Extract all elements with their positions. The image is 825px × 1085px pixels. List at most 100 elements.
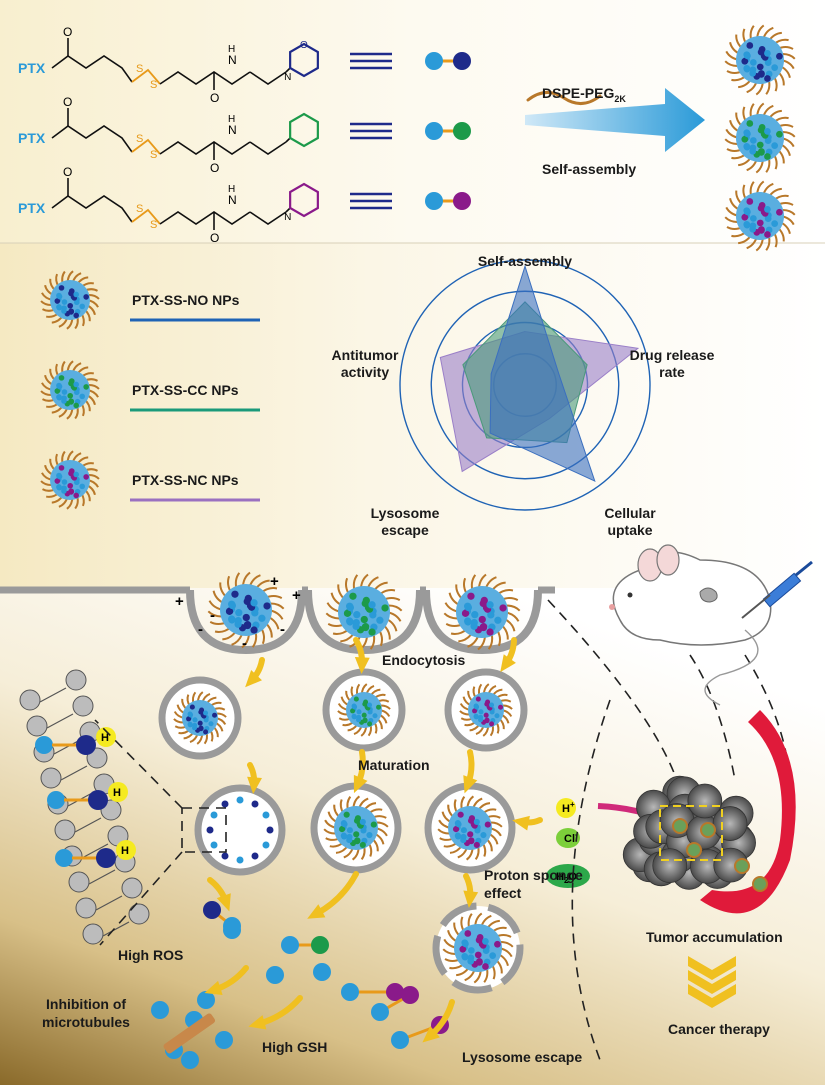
drug-dot xyxy=(262,811,270,819)
legend-nanoparticle xyxy=(40,360,100,420)
inhibition-label: Inhibition of xyxy=(46,996,126,1012)
drug-dot xyxy=(262,841,270,849)
legend-nanoparticle xyxy=(40,270,100,330)
free-ptx xyxy=(151,1001,169,1019)
top-nanoparticles xyxy=(724,24,796,252)
inserted-morpholine xyxy=(76,735,96,755)
proton-icon xyxy=(96,727,116,747)
proton-sponge-label-2: effect xyxy=(484,885,522,901)
endosome-np xyxy=(459,683,513,737)
lipid-tail xyxy=(95,895,123,911)
inserted-ptx xyxy=(55,849,73,867)
svg-text:O: O xyxy=(210,161,219,175)
nanoparticle-cyclohexane xyxy=(724,102,796,174)
lipid-head-outer xyxy=(82,923,104,945)
svg-text:O: O xyxy=(63,95,72,109)
svg-text:S: S xyxy=(136,63,143,75)
escape-np xyxy=(442,912,514,984)
drug-dot xyxy=(266,826,274,834)
proton-icon xyxy=(108,782,128,802)
chevron-down-icon xyxy=(688,956,736,1008)
assembly-arrow xyxy=(525,88,705,152)
endocytosis-label: Endocytosis xyxy=(382,652,465,668)
prodrug-icon xyxy=(425,192,471,210)
inserted-ptx xyxy=(47,791,65,809)
lipid-bilayer: HHH xyxy=(19,669,150,945)
inserted-ptx xyxy=(35,736,53,754)
lipid-tail xyxy=(53,739,81,755)
svg-text:H: H xyxy=(228,44,235,55)
arrow-icon xyxy=(245,657,265,688)
lipid-tail xyxy=(88,869,116,885)
lipid-head-outer xyxy=(26,715,48,737)
released-prodrug-cc xyxy=(281,936,329,954)
radar-axis-label: Self-assembly xyxy=(478,253,572,269)
tumor-zoom-box xyxy=(659,805,723,861)
pathway-nanoparticles: +++----H+Cl-H2O xyxy=(151,571,590,1069)
tumor-illustration xyxy=(597,710,796,914)
charge-mark: - xyxy=(280,621,285,638)
membrane-invaginations xyxy=(186,589,542,655)
proton-icon xyxy=(116,840,136,860)
svg-text:N: N xyxy=(284,72,291,83)
radar-series xyxy=(489,264,596,483)
lipid-tail xyxy=(81,843,109,859)
arrow-icon xyxy=(500,637,517,673)
reagent-label: DSPE-PEG2K xyxy=(542,85,626,104)
legend-label: PTX-SS-CC NPs xyxy=(132,382,239,398)
svg-text:O: O xyxy=(210,91,219,105)
legend-nanoparticle xyxy=(40,450,100,510)
lipid-head-inner xyxy=(72,695,94,717)
tumor-cell xyxy=(712,806,748,841)
arrow-icon xyxy=(512,815,543,831)
radar-ring xyxy=(399,259,651,511)
panel-mid-bg xyxy=(0,243,825,588)
svg-text:O: O xyxy=(63,25,72,39)
blood-vessel xyxy=(700,710,796,914)
lipid-head-outer xyxy=(40,767,62,789)
proton-sponge-label: Proton sponge xyxy=(484,867,583,883)
svg-text:N: N xyxy=(228,53,237,67)
arrow-icon xyxy=(422,999,455,1043)
nanoparticle-morpholine xyxy=(724,24,796,96)
inhibition-label-2: microtubules xyxy=(42,1014,130,1030)
arrow-icon xyxy=(353,637,370,674)
lysosome-np xyxy=(323,795,389,861)
legend-label: PTX-SS-NO NPs xyxy=(132,292,240,308)
lysosome-np xyxy=(437,795,503,861)
svg-text:O: O xyxy=(210,231,219,245)
svg-text:H: H xyxy=(121,845,129,857)
drug-dot xyxy=(221,852,229,860)
lipid-tail xyxy=(102,921,130,937)
free-ptx xyxy=(266,966,284,984)
arrow-icon xyxy=(463,749,478,794)
endosome-np xyxy=(173,691,227,745)
charge-mark: - xyxy=(198,621,203,638)
radar-axis-label: Lysosome xyxy=(371,505,440,521)
charge-mark: + xyxy=(270,573,279,590)
water-icon: H2O xyxy=(546,864,590,888)
radar-axis-label: rate xyxy=(659,364,685,380)
legend-label: PTX-SS-NC NPs xyxy=(132,472,239,488)
tumor-cell xyxy=(652,848,688,883)
prodrug-icon xyxy=(425,122,471,140)
free-ptx xyxy=(313,963,331,981)
released-prodrug-nc xyxy=(371,986,419,1021)
surface-np-cc xyxy=(325,573,403,651)
microtubule-icon xyxy=(163,1013,216,1054)
tumor-cell xyxy=(687,783,723,819)
arrow-icon xyxy=(247,762,262,794)
inserted-morpholine xyxy=(96,848,116,868)
radar-axis-label: Drug release xyxy=(630,347,715,363)
free-ptx xyxy=(215,1031,233,1049)
lipid-tail xyxy=(60,765,88,781)
svg-text:S: S xyxy=(150,79,157,91)
arrow-icon xyxy=(307,871,359,919)
high-gsh-label: High GSH xyxy=(262,1039,327,1055)
lipid-head-inner xyxy=(65,669,87,691)
drug-dot xyxy=(251,852,259,860)
ptx-label: PTX xyxy=(18,200,46,216)
